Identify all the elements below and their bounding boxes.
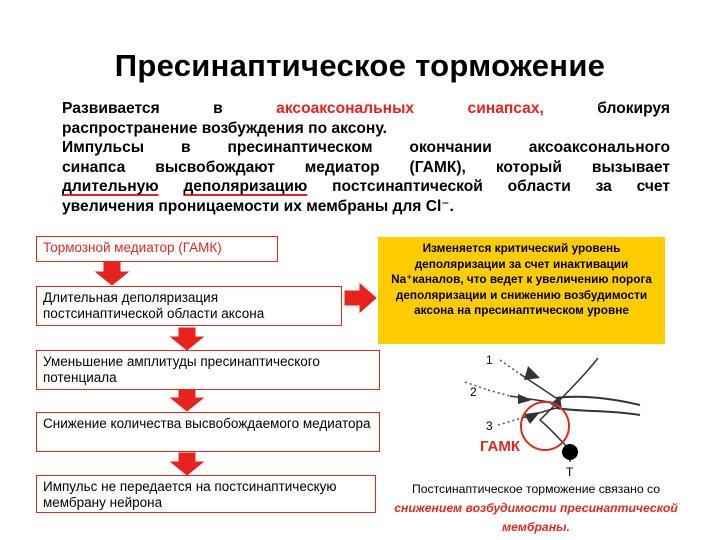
paragraph-line-1: Развивается в аксоаксональных синапсах, … bbox=[62, 99, 670, 119]
word: в bbox=[213, 100, 223, 117]
flow-step-2: Длительная деполяризация постсинаптическ… bbox=[36, 286, 342, 326]
synapse-highlight-circle bbox=[520, 401, 570, 451]
note-plain: Постсинаптическое торможение связано со bbox=[411, 482, 661, 496]
diagram-label: 1 bbox=[486, 353, 493, 367]
terminal-icons bbox=[518, 366, 562, 424]
underlined-term: длительную bbox=[62, 178, 159, 195]
word: блокируя bbox=[597, 100, 670, 117]
highlight-term: аксоаксональных bbox=[276, 100, 415, 117]
postsynaptic-note: Постсинаптическое торможение связано со … bbox=[386, 480, 686, 537]
gaba-label: ГАМК bbox=[480, 438, 521, 455]
word: Развивается bbox=[62, 100, 160, 117]
flow-step-1: Тормозной медиатор (ГАМК) bbox=[36, 236, 278, 262]
slide-title: Пресинаптическое торможение bbox=[114, 48, 606, 83]
paragraph-line-6: увеличения проницаемости их мембраны для… bbox=[62, 197, 454, 215]
terminal-dot bbox=[562, 444, 578, 460]
word: постсинаптической области за счет bbox=[332, 178, 670, 195]
highlight-term: синапсах, bbox=[467, 100, 544, 117]
down-arrow bbox=[169, 327, 205, 351]
paragraph-line-2: распространение возбуждения по аксону. bbox=[62, 119, 387, 137]
flow-step-3: Уменьшение амплитуды пресинаптического п… bbox=[36, 350, 380, 390]
flow-step-4: Снижение количества высвобождаемого меди… bbox=[36, 412, 380, 452]
paragraph-line-3: Импульсы в пресинаптическом окончании ак… bbox=[62, 139, 670, 156]
diagram-label: 2 bbox=[470, 385, 477, 399]
diagram-label: Т bbox=[566, 465, 574, 479]
down-arrow bbox=[169, 452, 205, 476]
flow-step-5: Импульс не передается на постсинаптическ… bbox=[36, 475, 376, 513]
description-paragraph: Развивается в аксоаксональных синапсах, … bbox=[62, 99, 670, 216]
down-arrow bbox=[169, 389, 205, 412]
paragraph-line-4: синапса высвобождают медиатор (ГАМК), ко… bbox=[62, 158, 670, 176]
threshold-explanation-box: Изменяется критический уровень деполяриз… bbox=[378, 237, 665, 344]
paragraph-line-5: длительную деполяризацию постсинаптическ… bbox=[62, 177, 670, 197]
underlined-term: деполяризацию bbox=[183, 178, 308, 195]
right-arrow bbox=[344, 282, 377, 314]
down-arrow bbox=[94, 261, 130, 286]
diagram-label: 3 bbox=[486, 419, 493, 433]
note-emphasis: снижением возбудимости пресинаптической … bbox=[394, 501, 678, 534]
